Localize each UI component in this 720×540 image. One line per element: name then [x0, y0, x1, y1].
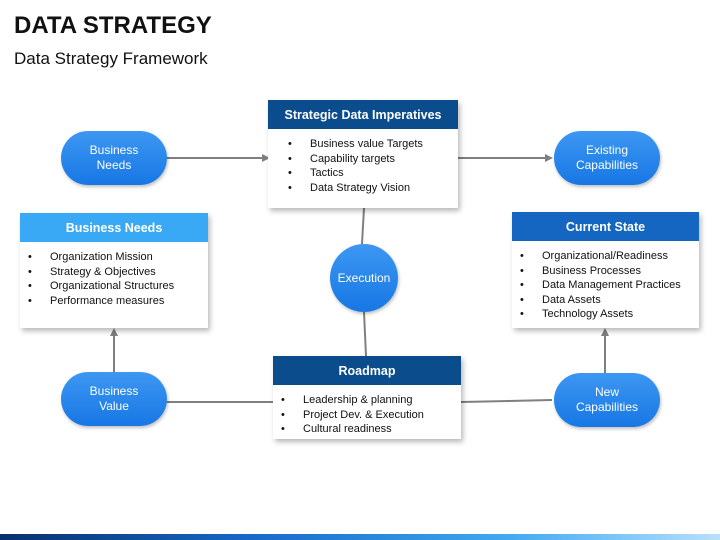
list-item: Strategy & Objectives	[28, 265, 198, 280]
bottom-gradient-bar	[0, 534, 720, 540]
list-item: Capability targets	[288, 152, 448, 167]
list-item: Data Assets	[520, 293, 689, 308]
roadmap-list: Leadership & planning Project Dev. & Exe…	[273, 385, 461, 445]
list-item: Tactics	[288, 166, 448, 181]
business-needs-title: Business Needs	[20, 213, 208, 242]
strategic-imperatives-title: Strategic Data Imperatives	[268, 100, 458, 129]
business-needs-card: Business Needs Organization Mission Stra…	[20, 213, 208, 328]
current-state-list: Organizational/Readiness Business Proces…	[512, 241, 699, 330]
list-item: Leadership & planning	[281, 393, 451, 408]
list-item: Data Management Practices	[520, 278, 689, 293]
list-item: Business value Targets	[288, 137, 448, 152]
page-subtitle: Data Strategy Framework	[14, 49, 208, 68]
list-item: Data Strategy Vision	[288, 181, 448, 196]
page-title: DATA STRATEGY	[14, 12, 212, 39]
business-needs-pill: Business Needs	[61, 131, 167, 185]
line-roadmap-to-new	[460, 399, 553, 403]
list-item: Organizational/Readiness	[520, 249, 689, 264]
roadmap-card: Roadmap Leadership & planning Project De…	[273, 356, 461, 439]
current-state-card: Current State Organizational/Readiness B…	[512, 212, 699, 328]
list-item: Technology Assets	[520, 307, 689, 322]
strategic-imperatives-card: Strategic Data Imperatives Business valu…	[268, 100, 458, 208]
list-item: Performance measures	[28, 294, 198, 309]
line-strategic-to-execution	[361, 207, 365, 245]
new-capabilities-pill: New Capabilities	[554, 373, 660, 427]
list-item: Organizational Structures	[28, 279, 198, 294]
list-item: Project Dev. & Execution	[281, 408, 451, 423]
line-execution-to-roadmap	[363, 311, 367, 357]
list-item: Organization Mission	[28, 250, 198, 265]
current-state-title: Current State	[512, 212, 699, 241]
list-item: Business Processes	[520, 264, 689, 279]
execution-circle: Execution	[330, 244, 398, 312]
existing-capabilities-pill: Existing Capabilities	[554, 131, 660, 185]
strategic-imperatives-list: Business value Targets Capability target…	[268, 129, 458, 203]
business-value-pill: Business Value	[61, 372, 167, 426]
roadmap-title: Roadmap	[273, 356, 461, 385]
business-needs-list: Organization Mission Strategy & Objectiv…	[20, 242, 208, 316]
list-item: Cultural readiness	[281, 422, 451, 437]
